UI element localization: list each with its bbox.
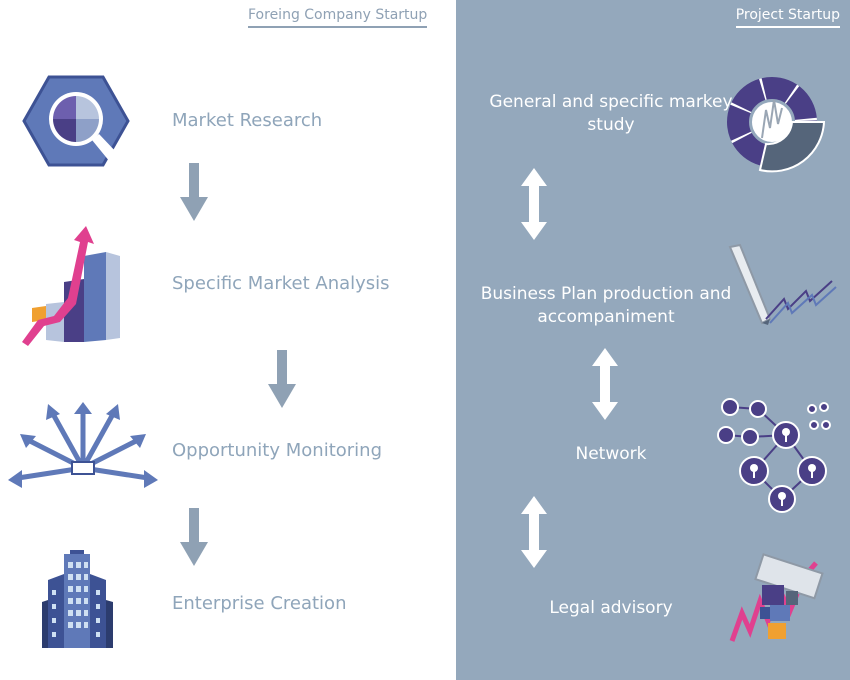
radiating-arrows-icon: [8, 402, 158, 488]
down-arrow-icon: [180, 508, 208, 566]
left-column-title: Foreing Company Startup: [248, 6, 428, 28]
right-column-title: Project Startup: [735, 6, 840, 28]
service-label-market-study: General and specific markey study: [489, 92, 733, 135]
service-label-business-plan: Business Plan production and accompanime…: [480, 284, 732, 327]
step-label-opportunity-monitoring: Opportunity Monitoring: [172, 440, 382, 461]
down-arrow-icon: [180, 163, 208, 221]
blocks-stamp-icon: [729, 553, 824, 642]
double-arrow-icon: [521, 496, 547, 568]
down-arrow-icon: [268, 350, 296, 408]
double-arrow-icon: [521, 168, 547, 240]
network-nodes-icon: [717, 398, 831, 513]
step-label-specific-market-analysis: Specific Market Analysis: [172, 273, 390, 294]
double-arrow-icon: [592, 348, 618, 420]
pen-chart-icon: [728, 243, 837, 325]
service-label-legal-advisory: Legal advisory: [549, 598, 673, 618]
bar-chart-arrow-icon: [22, 226, 120, 346]
service-label-network: Network: [575, 444, 647, 464]
building-icon: [42, 550, 113, 648]
step-label-market-research: Market Research: [172, 110, 323, 131]
right-column: Project Startup General and specific mar…: [456, 0, 850, 680]
donut-chart-icon: [727, 77, 826, 173]
magnifier-pie-icon: [22, 75, 130, 167]
left-column: Foreing Company Startup Market Research …: [8, 6, 428, 648]
step-label-enterprise-creation: Enterprise Creation: [172, 593, 347, 614]
